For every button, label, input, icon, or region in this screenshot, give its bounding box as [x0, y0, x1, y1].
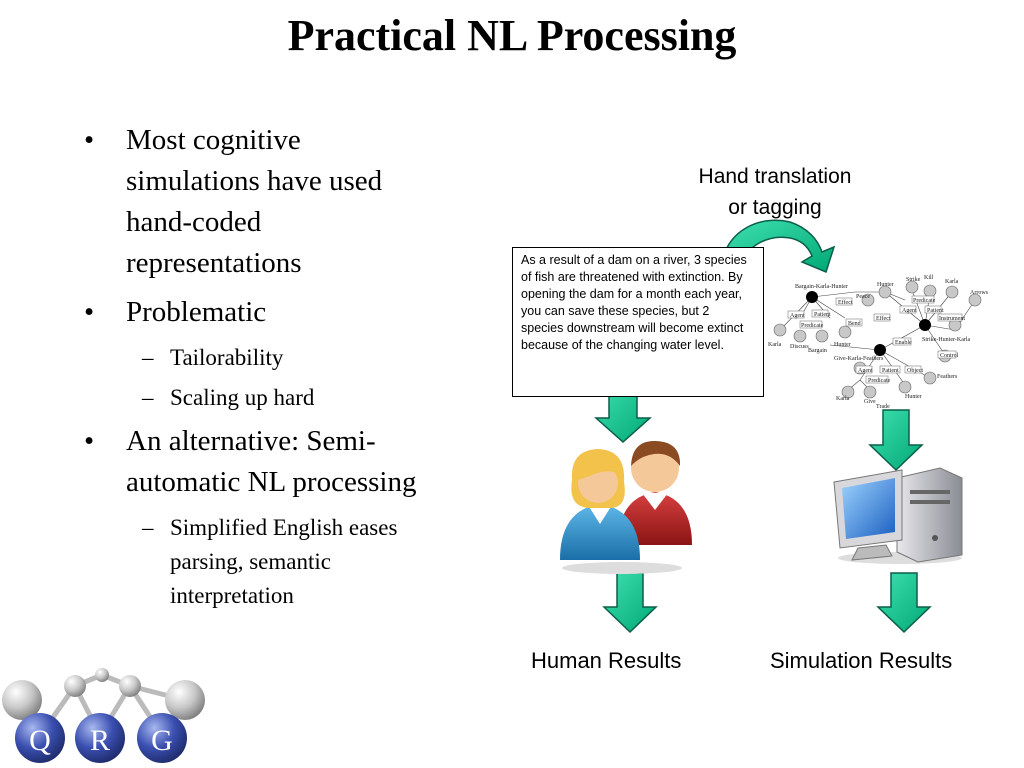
graph-label: Hunter — [877, 282, 894, 288]
logo-letter-g: G — [151, 724, 173, 757]
bullet-line: Most cognitive — [126, 124, 301, 156]
graph-label: Karla — [945, 279, 959, 285]
bullet-line: simulations have used — [126, 165, 383, 197]
bullet-line: An alternative: Semi- — [126, 425, 376, 457]
graph-label: Agent — [858, 368, 873, 374]
graph-label: Strike — [906, 277, 921, 283]
sub-bullet-line: Scaling up hard — [170, 385, 315, 410]
graph-label: Give — [864, 399, 876, 405]
graph-label: Feathers — [937, 374, 958, 380]
graph-label: Predicate — [868, 378, 891, 384]
logo-letter-r: R — [90, 724, 110, 757]
graph-label: Patient — [882, 368, 899, 374]
bullet-item: • Problematic — [84, 292, 484, 333]
sub-bullet-item: – Tailorability — [84, 341, 484, 375]
computer-icon — [833, 467, 963, 564]
bullet-line: representations — [126, 247, 302, 279]
graph-label: Instrument — [939, 316, 965, 322]
logo-letter-q: Q — [29, 724, 51, 757]
graph-label: Agent — [902, 308, 917, 314]
sub-bullet-dash: – — [142, 385, 154, 410]
people-icon — [560, 440, 692, 574]
hand-label-line: Hand translation — [698, 165, 852, 188]
slide-title: Practical NL Processing — [287, 11, 737, 60]
bullet-dot: • — [84, 124, 95, 156]
graph-label: Control — [940, 353, 959, 359]
qrg-logo: Q R G — [2, 668, 205, 763]
sub-bullet-dash: – — [142, 515, 154, 540]
graph-label: Arrows — [970, 290, 989, 296]
graph-label: Karla — [836, 396, 850, 402]
graph-label: Bargain-Karla-Hunter — [795, 284, 848, 290]
graph-label: Bend — [848, 321, 861, 327]
sub-bullet-line: Simplified English eases — [170, 515, 398, 540]
graph-label: Agent — [790, 313, 805, 319]
graph-label: Effect — [876, 315, 891, 322]
bullet-line: automatic NL processing — [126, 466, 417, 498]
graph-labels: Bargain-Karla-Hunter Hunter Strike Kill … — [768, 275, 989, 410]
sub-bullet-item: – Scaling up hard — [84, 381, 484, 415]
bullet-line: hand-coded — [126, 206, 262, 238]
graph-label: Trade — [876, 404, 890, 410]
hand-label-line: or tagging — [728, 196, 822, 219]
graph-label: Predicate — [801, 323, 824, 329]
sub-bullet-line: interpretation — [170, 583, 294, 608]
down-arrow-icon — [868, 409, 924, 472]
graph-label: Effect — [838, 299, 853, 306]
bullet-dot: • — [84, 296, 95, 328]
bullet-dot: • — [84, 425, 95, 457]
graph-label: Enable — [895, 340, 912, 346]
bullet-item: • An alternative: Semi- automatic NL pro… — [84, 421, 484, 503]
bullet-item: • Most cognitive simulations have used h… — [84, 120, 484, 284]
sub-bullet-line: Tailorability — [170, 345, 284, 370]
semantic-graph: Bargain-Karla-Hunter Hunter Strike Kill … — [768, 275, 989, 410]
graph-label: Kill — [924, 275, 934, 281]
graph-label: Strike-Hunter-Karla — [922, 337, 971, 343]
graph-label: Bargain — [808, 348, 827, 354]
sub-bullet-dash: – — [142, 345, 154, 370]
graph-label: Give-Karla-Feathers — [834, 356, 884, 362]
graph-label: Peace — [856, 294, 870, 300]
human-results-label: Human Results — [531, 648, 682, 673]
down-arrow-icon — [876, 572, 932, 634]
hand-translation-label: Hand translation or tagging — [670, 161, 880, 223]
sub-bullet-line: parsing, semantic — [170, 549, 331, 574]
graph-label: Patient — [927, 308, 944, 314]
down-arrow-icon — [602, 572, 658, 634]
bullet-list: • Most cognitive simulations have used h… — [84, 120, 484, 619]
graph-label: Discuss — [790, 344, 809, 350]
graph-label: Predicate — [913, 298, 936, 304]
graph-label: Karla — [768, 342, 782, 348]
graph-label: Patient — [814, 312, 831, 318]
graph-label: Hunter — [905, 394, 922, 400]
sub-bullet-item: – Simplified English eases parsing, sema… — [84, 511, 484, 613]
graph-label: Object — [907, 368, 923, 374]
simulation-results-label: Simulation Results — [770, 648, 953, 673]
curved-arrow-icon — [721, 219, 836, 274]
bullet-line: Problematic — [126, 296, 267, 328]
passage-box: As a result of a dam on a river, 3 speci… — [512, 247, 764, 397]
graph-label: Hunter — [834, 342, 851, 348]
